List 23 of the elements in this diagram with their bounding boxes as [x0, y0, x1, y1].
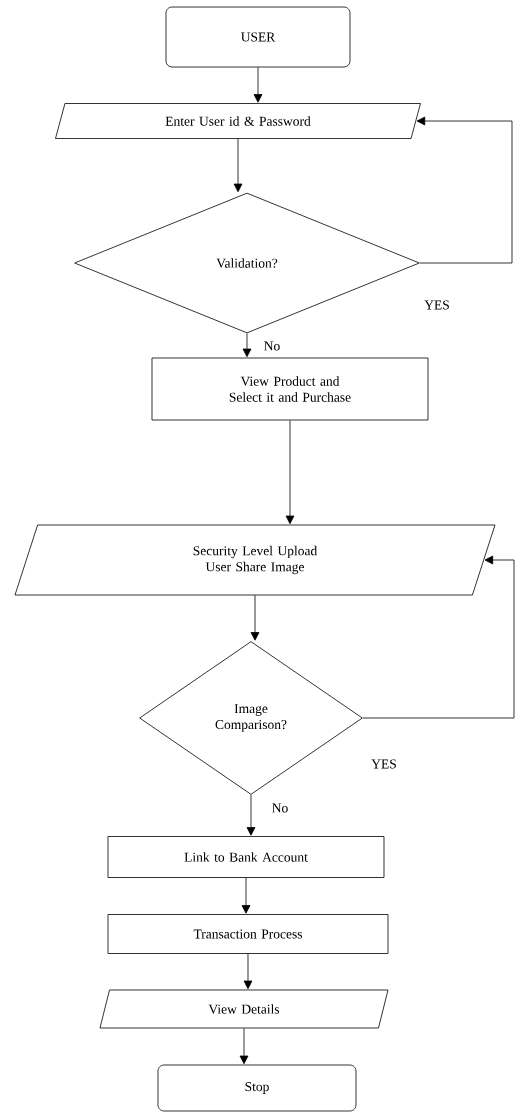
- process-box: Link to Bank Account: [107, 836, 385, 878]
- terminal-box: USER: [165, 6, 351, 68]
- arrow: [362, 555, 515, 719]
- input-output-parallelogram: View Details: [99, 989, 389, 1029]
- edge-label: YES: [370, 758, 398, 770]
- arrow: [416, 116, 513, 264]
- edge-label: No: [262, 340, 282, 352]
- arrow: [250, 595, 260, 641]
- process-box: View Product and Select it and Purchase: [151, 357, 429, 421]
- arrow: [253, 67, 263, 103]
- arrow: [233, 138, 243, 193]
- input-output-parallelogram: Enter User id & Password: [55, 103, 421, 139]
- edge-label: No: [270, 802, 290, 814]
- arrow: [243, 953, 253, 990]
- terminal-box: Stop: [157, 1064, 357, 1112]
- arrow: [241, 877, 251, 914]
- input-output-parallelogram: Security Level Upload User Share Image: [14, 524, 496, 596]
- arrow: [239, 1028, 249, 1065]
- arrow: [246, 794, 256, 836]
- edge-label: YES: [423, 299, 451, 311]
- arrow: [285, 420, 295, 525]
- arrow: [242, 333, 252, 358]
- process-box: Transaction Process: [107, 914, 389, 954]
